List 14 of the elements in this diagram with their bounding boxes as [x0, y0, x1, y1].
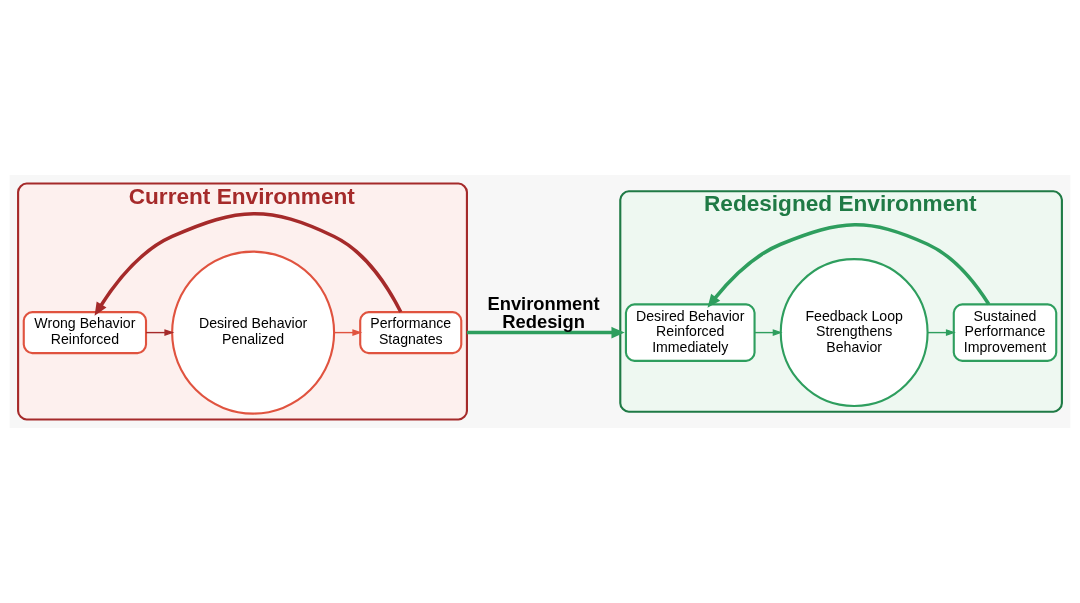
node-box: Desired Behavior Reinforced Immediately: [624, 303, 756, 362]
arrow: [333, 329, 363, 337]
arrow: [94, 212, 403, 316]
node-circle: Feedback Loop Strengthens Behavior: [779, 258, 929, 408]
node-circle: Desired Behavior Penalized: [171, 250, 336, 415]
node-box: Performance Stagnates: [359, 311, 463, 355]
arrow: [707, 223, 991, 308]
node-box: Sustained Performance Improvement: [952, 303, 1058, 362]
arrow: [754, 329, 783, 337]
node-box: Wrong Behavior Reinforced: [22, 311, 148, 355]
arrow: [927, 329, 956, 337]
arrow: [145, 329, 175, 337]
edge-label: Environment Redesign: [487, 292, 600, 333]
arrow: [466, 326, 625, 339]
